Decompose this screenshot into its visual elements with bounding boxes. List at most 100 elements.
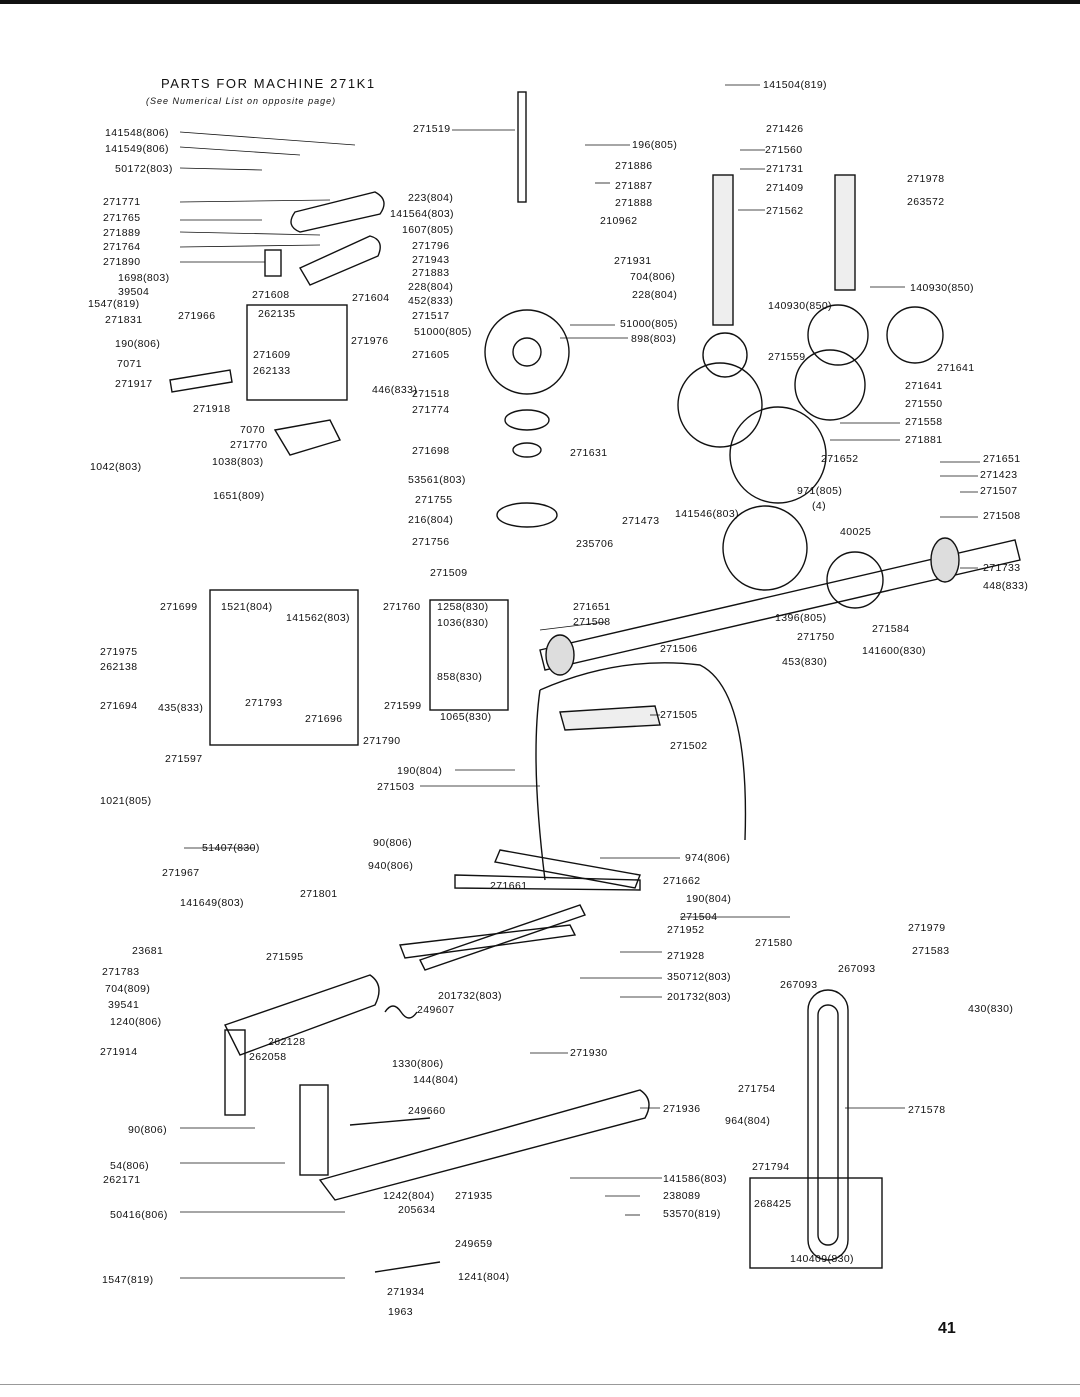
part-label: 271890 [103,256,141,268]
part-label: 271661 [490,880,528,892]
part-label: 271518 [412,388,450,400]
part-label: 141600(830) [862,645,926,657]
part-label: 271774 [412,404,450,416]
part-label: 271506 [660,643,698,655]
part-label: 271790 [363,735,401,747]
part-label: 267093 [780,979,818,991]
part-label: 271562 [766,205,804,217]
page-title: PARTS FOR MACHINE 271K1 [161,76,376,91]
part-label: 205634 [398,1204,436,1216]
part-label: 54(806) [110,1160,149,1172]
part-label: 90(806) [373,837,412,849]
part-label: 271426 [766,123,804,135]
part-label: 271888 [615,197,653,209]
part-label: 271930 [570,1047,608,1059]
part-label: 141504(819) [763,79,827,91]
part-label: 271764 [103,241,141,253]
part-label: 271505 [660,709,698,721]
part-label: 271641 [905,380,943,392]
shaft-bushing-left [545,634,575,676]
part-label: 90(806) [128,1124,167,1136]
part-label: 271560 [765,144,803,156]
wire-271502 [539,662,747,841]
part-label: 271504 [680,911,718,923]
link-271771 [290,191,385,233]
page-number: 41 [938,1320,956,1337]
part-label: 271881 [905,434,943,446]
part-label: 190(804) [397,765,443,777]
part-label: 271831 [105,314,143,326]
part-label: 263572 [907,196,945,208]
part-label: 271914 [100,1046,138,1058]
part-label: 271651 [983,453,1021,465]
part-label: 271423 [980,469,1018,481]
part-label: 271771 [103,196,141,208]
page-subtitle: (See Numerical List on opposite page) [146,96,337,106]
bracket-271917 [169,369,233,393]
part-label: 223(804) [408,192,454,204]
group-box-271699 [209,589,359,746]
arm-271595 [224,974,380,1056]
part-label: 1021(805) [100,795,152,807]
spring-249659 [374,1261,441,1273]
part-label: 271550 [905,398,943,410]
part-label: 271517 [412,310,450,322]
part-label: 271608 [252,289,290,301]
part-label: 271765 [103,212,141,224]
part-label: 435(833) [158,702,204,714]
part-label: 249659 [455,1238,493,1250]
part-label: 452(833) [408,295,454,307]
part-label: 140930(850) [910,282,974,294]
part-label: 271503 [377,781,415,793]
gear-271641-b [886,306,944,364]
part-label: 7070 [240,424,265,436]
part-label: 249607 [417,1004,455,1016]
gear-271584 [826,551,884,609]
part-label: 971(805) [797,485,843,497]
part-label: 141586(803) [663,1173,727,1185]
part-label: 262128 [268,1036,306,1048]
link-271764 [299,235,381,286]
part-label: 1036(830) [437,617,489,629]
part-label: (4) [812,500,827,512]
part-label: 23681 [132,945,164,957]
part-label: 271975 [100,646,138,658]
part-label: 1607(805) [402,224,454,236]
part-label: 238089 [663,1190,701,1202]
part-label: 271793 [245,697,283,709]
part-label: 141548(806) [105,127,169,139]
part-label: 271750 [797,631,835,643]
part-label: 271609 [253,349,291,361]
part-label: 40025 [840,526,872,538]
part-label: 1241(804) [458,1271,510,1283]
part-label: 271966 [178,310,216,322]
part-label: 448(833) [983,580,1029,592]
part-label: 271943 [412,254,450,266]
part-label: 141549(806) [105,143,169,155]
part-label: 974(806) [685,852,731,864]
part-label: 271558 [905,416,943,428]
part-label: 190(806) [115,338,161,350]
part-label: 141564(803) [390,208,454,220]
needle-bar [517,91,527,203]
group-box-271608 [246,304,348,401]
part-label: 430(830) [968,1003,1014,1015]
part-label: 271886 [615,160,653,172]
part-label: 1651(809) [213,490,265,502]
part-label: 271578 [908,1104,946,1116]
part-label: 210962 [600,215,638,227]
part-label: 271651 [573,601,611,613]
part-label: 271967 [162,867,200,879]
cover-271505 [559,705,661,731]
gear-271881 [729,406,827,504]
part-label: 53570(819) [663,1208,721,1220]
part-label: 271796 [412,240,450,252]
part-label: 271883 [412,267,450,279]
gear-271559 [702,332,748,378]
part-label: 1038(803) [212,456,264,468]
part-label: 50416(806) [110,1209,168,1221]
part-label: 1242(804) [383,1190,435,1202]
part-label: 271760 [383,601,421,613]
